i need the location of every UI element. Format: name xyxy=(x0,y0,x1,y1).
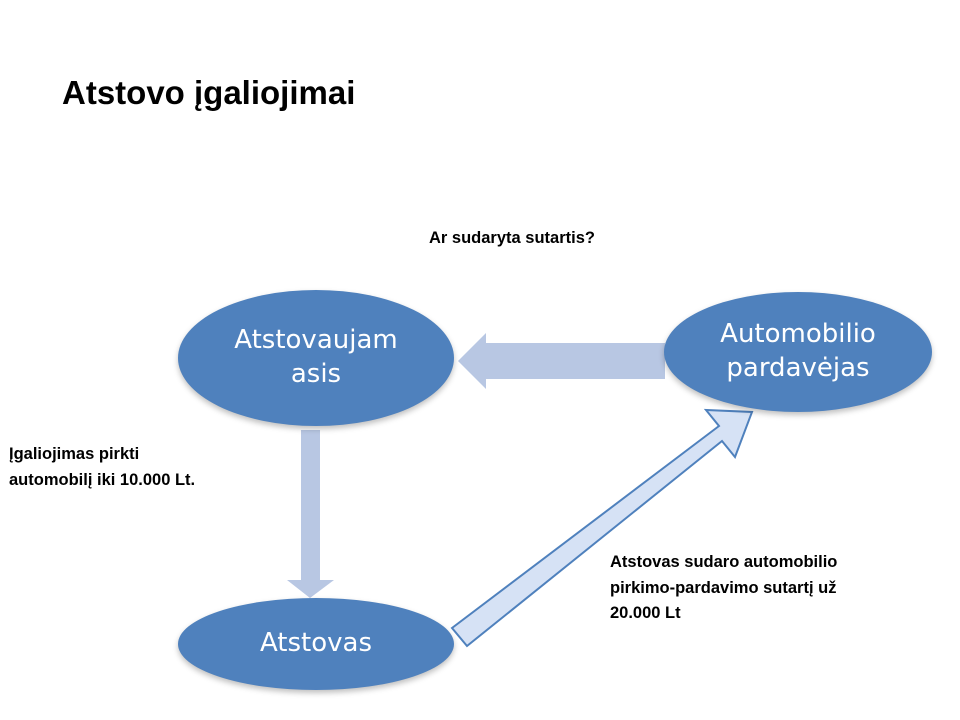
arrow-principal-to-agent xyxy=(287,430,334,598)
question-label: Ar sudaryta sutartis? xyxy=(429,229,595,247)
node-agent-label: Atstovas xyxy=(259,628,373,659)
arrow-seller-to-principal xyxy=(458,333,665,389)
contract-label: Atstovas sudaro automobilio pirkimo-pard… xyxy=(610,553,838,623)
slide-title: Atstovo įgaliojimai xyxy=(62,74,356,111)
node-seller: Automobilio pardavėjas xyxy=(664,292,932,412)
node-principal: Atstovaujam asis xyxy=(178,290,454,426)
node-agent: Atstovas xyxy=(178,598,454,690)
node-principal-label: Atstovaujam asis xyxy=(234,325,398,389)
authorization-label: Įgaliojimas pirkti automobilį iki 10.000… xyxy=(9,445,196,489)
arrow-agent-to-seller xyxy=(450,408,754,648)
node-seller-label: Automobilio pardavėjas xyxy=(720,319,876,383)
